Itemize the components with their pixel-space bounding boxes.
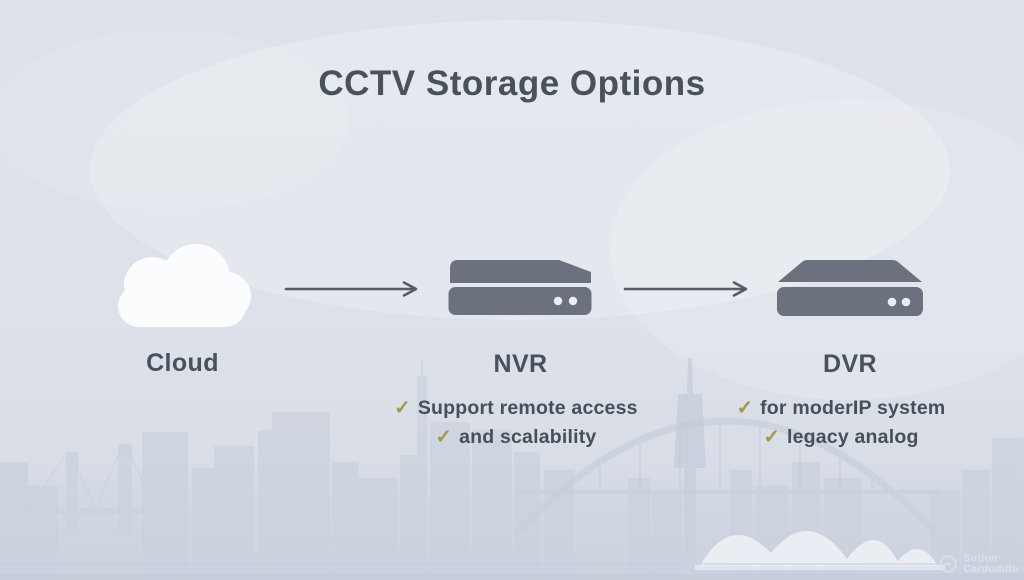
check-icon: ✓ [736, 397, 754, 419]
dvr-label: DVR [823, 350, 877, 378]
bottom-band [0, 574, 1024, 580]
nvr-bullet-1: ✓ Support remote access [366, 394, 666, 423]
check-icon: ✓ [435, 426, 453, 448]
nvr-recorder-icon [448, 260, 592, 315]
arrow-nvr-to-dvr-icon [623, 281, 748, 297]
watermark-line-2: Cardudide [963, 563, 1018, 575]
dvr-bullets: ✓ for moderIP system ✓ legacy analog [691, 394, 991, 452]
dvr-bullet-1-text: for moderIP system [760, 397, 946, 419]
watermark-logo-icon [939, 555, 958, 573]
nvr-bullet-1-text: Support remote access [417, 397, 638, 419]
dvr-bullet-2: ✓ legacy analog [691, 423, 991, 452]
check-icon: ✓ [394, 397, 411, 419]
waterline [0, 563, 1024, 565]
cloud-icon [118, 244, 251, 327]
watermark-text: Sotlon Cardudide [963, 553, 1018, 575]
watermark: Sotlon Cardudide [938, 553, 1018, 575]
opera-house-icon [695, 531, 945, 570]
arrow-cloud-to-nvr-icon [284, 281, 418, 297]
check-icon: ✓ [763, 426, 780, 448]
cloud-label: Cloud [146, 349, 219, 377]
dvr-bullet-1: ✓ for moderIP system [691, 394, 991, 423]
nvr-bullet-2: ✓ and scalability [366, 423, 666, 452]
nvr-label: NVR [493, 350, 548, 378]
nvr-bullets: ✓ Support remote access ✓ and scalability [366, 394, 666, 452]
dvr-bullet-2-text: legacy analog [786, 426, 919, 448]
dvr-recorder-icon [777, 260, 923, 316]
watermark-line-1: Sotlon [963, 552, 998, 564]
nvr-bullet-2-text: and scalability [459, 426, 597, 448]
page-title: CCTV Storage Options [318, 64, 706, 103]
